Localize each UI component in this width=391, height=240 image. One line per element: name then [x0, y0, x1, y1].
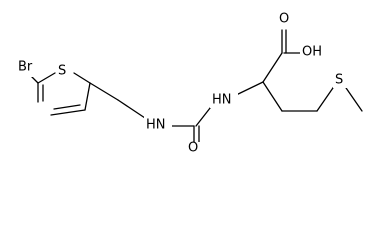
bond-c5-s: [37, 72, 56, 84]
atom-hn-right-label: HN: [212, 93, 232, 108]
atom-o-acid-label: O: [279, 12, 289, 27]
atom-s-ring-label: S: [58, 64, 66, 79]
bond-alpha-carboxyl: [262, 52, 283, 83]
mask-o-carbonyl: [186, 142, 204, 154]
atom-hn-left-label: HN: [146, 118, 166, 133]
bond-c2-c3: [84, 82, 91, 111]
bond-c3-c4: [50, 109, 86, 116]
bond-alpha-beta: [262, 81, 283, 112]
molecule-structure: Br S HN O HN O OH S: [16, 10, 363, 156]
mask-br: [16, 59, 40, 77]
mask-oh: [300, 43, 326, 61]
mask-hn-right: [210, 92, 238, 108]
mask-hn-left: [144, 116, 172, 134]
atom-oh-label: OH: [302, 45, 322, 60]
atom-o-carbonyl-label: O: [188, 141, 198, 156]
atom-br-label: Br: [18, 60, 33, 75]
mask-s-chain: [333, 72, 347, 88]
bond-ch2-nh: [117, 99, 149, 121]
bond-gamma-s: [316, 84, 336, 112]
mask-s-ring: [56, 62, 72, 80]
mask-o-acid: [276, 10, 294, 28]
bond-s-c2: [73, 72, 91, 84]
bond-c3-c4-double: [53, 104, 81, 110]
atom-s-chain-label: S: [335, 73, 343, 88]
bond-s-methyl: [343, 84, 363, 112]
thiophene-ring: [25, 70, 91, 116]
bond-c2-ch2: [89, 82, 119, 101]
